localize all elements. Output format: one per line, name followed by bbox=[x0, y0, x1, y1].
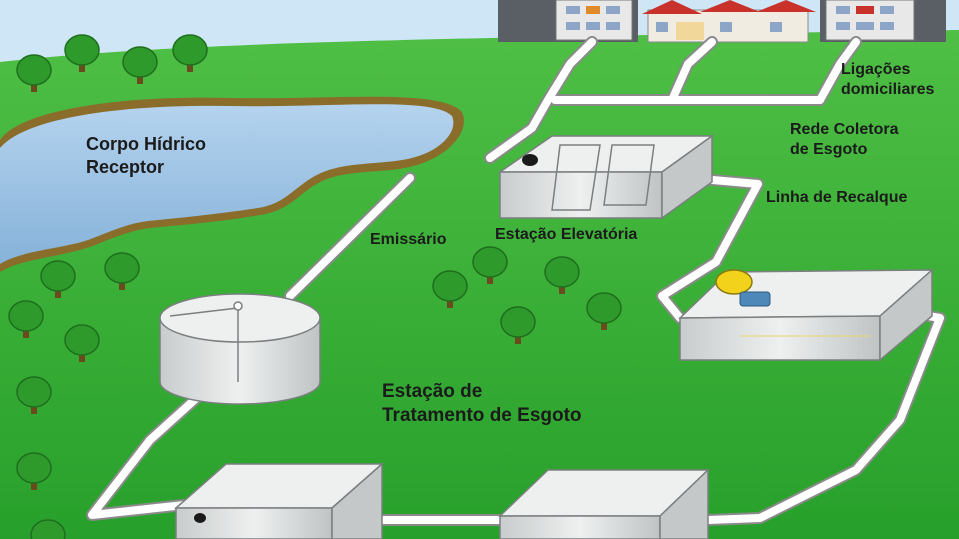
houses bbox=[642, 0, 816, 43]
tree bbox=[500, 306, 536, 344]
apartment-building-right bbox=[820, 0, 946, 42]
apartment-building-left bbox=[498, 0, 638, 42]
pump-icon bbox=[715, 269, 771, 307]
tree bbox=[172, 34, 208, 72]
trees bbox=[8, 34, 622, 539]
lift-station-tank bbox=[497, 134, 715, 220]
label-corpo-hidrico: Corpo Hídrico Receptor bbox=[86, 134, 206, 177]
tree bbox=[432, 270, 468, 308]
tree bbox=[104, 252, 140, 290]
treatment-tank-bottom-left bbox=[174, 462, 384, 539]
cylindrical-tank bbox=[159, 293, 321, 405]
treatment-tank-bottom-right bbox=[498, 468, 710, 539]
tree bbox=[122, 46, 158, 84]
tree bbox=[16, 376, 52, 414]
tree bbox=[64, 34, 100, 72]
tree bbox=[544, 256, 580, 294]
label-emissario: Emissário bbox=[370, 231, 447, 248]
label-ete: Estação de Tratamento de Esgoto bbox=[382, 381, 582, 426]
tree bbox=[30, 519, 66, 539]
tree bbox=[472, 246, 508, 284]
label-ligacoes-domiciliares: Ligações domiciliares bbox=[841, 61, 935, 98]
tree bbox=[8, 300, 44, 338]
tree bbox=[40, 260, 76, 298]
label-estacao-elevatoria: Estação Elevatória bbox=[495, 226, 638, 243]
label-rede-coletora: Rede Coletora de Esgoto bbox=[790, 121, 899, 158]
label-linha-recalque: Linha de Recalque bbox=[766, 189, 908, 206]
treatment-tank-right bbox=[678, 268, 935, 362]
lake-water bbox=[0, 104, 454, 264]
tree bbox=[64, 324, 100, 362]
pipes bbox=[86, 36, 946, 526]
tree bbox=[586, 292, 622, 330]
tree bbox=[16, 54, 52, 92]
tree bbox=[16, 452, 52, 490]
